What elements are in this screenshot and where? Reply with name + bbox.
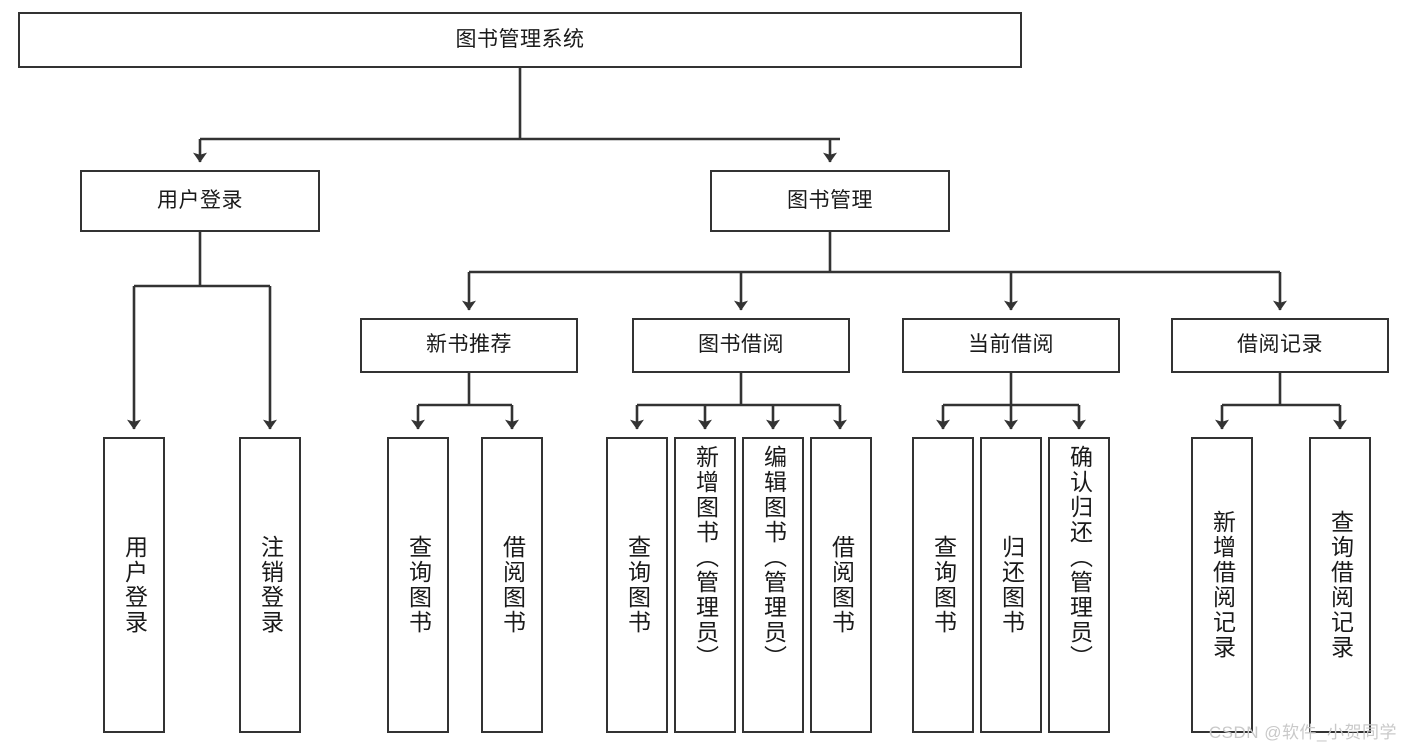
node-label: 查询借阅记录	[1327, 510, 1354, 660]
leaf-query-book-borrow[interactable]: 查询图书	[606, 437, 668, 733]
node-label: 确认归还（管理员）	[1066, 445, 1093, 670]
node-current-borrow[interactable]: 当前借阅	[902, 318, 1120, 373]
leaf-query-book-current[interactable]: 查询图书	[912, 437, 974, 733]
node-user-login[interactable]: 用户登录	[80, 170, 320, 232]
node-book-borrow[interactable]: 图书借阅	[632, 318, 850, 373]
leaf-borrow-book[interactable]: 借阅图书	[810, 437, 872, 733]
leaf-borrow-book-new[interactable]: 借阅图书	[481, 437, 543, 733]
node-label: 查询图书	[624, 535, 651, 635]
node-label: 图书管理	[787, 188, 873, 212]
node-label: 用户登录	[157, 188, 243, 212]
node-label: 编辑图书（管理员）	[760, 445, 787, 670]
node-label: 图书管理系统	[455, 27, 585, 51]
node-new-book-recommend[interactable]: 新书推荐	[360, 318, 578, 373]
node-label: 图书借阅	[698, 333, 784, 357]
node-label: 新书推荐	[426, 333, 512, 357]
node-root-system[interactable]: 图书管理系统	[18, 12, 1022, 68]
leaf-edit-book-admin[interactable]: 编辑图书（管理员）	[742, 437, 804, 733]
node-label: 查询图书	[930, 535, 957, 635]
node-label: 当前借阅	[968, 333, 1054, 357]
node-borrow-record[interactable]: 借阅记录	[1171, 318, 1389, 373]
node-label: 归还图书	[998, 535, 1025, 635]
node-label: 新增图书（管理员）	[692, 445, 719, 670]
node-label: 新增借阅记录	[1209, 510, 1236, 660]
csdn-watermark: CSDN @软件_小贺同学	[1208, 723, 1397, 742]
node-label: 用户登录	[121, 535, 148, 635]
node-label: 借阅图书	[828, 535, 855, 635]
leaf-confirm-return-admin[interactable]: 确认归还（管理员）	[1048, 437, 1110, 733]
leaf-query-book-new[interactable]: 查询图书	[387, 437, 449, 733]
leaf-logout[interactable]: 注销登录	[239, 437, 301, 733]
node-label: 借阅记录	[1237, 333, 1323, 357]
leaf-return-book[interactable]: 归还图书	[980, 437, 1042, 733]
node-label: 查询图书	[405, 535, 432, 635]
node-label: 借阅图书	[499, 535, 526, 635]
leaf-add-book-admin[interactable]: 新增图书（管理员）	[674, 437, 736, 733]
leaf-user-login[interactable]: 用户登录	[103, 437, 165, 733]
leaf-query-borrow-record[interactable]: 查询借阅记录	[1309, 437, 1371, 733]
node-label: 注销登录	[257, 535, 284, 635]
node-book-management[interactable]: 图书管理	[710, 170, 950, 232]
leaf-add-borrow-record[interactable]: 新增借阅记录	[1191, 437, 1253, 733]
